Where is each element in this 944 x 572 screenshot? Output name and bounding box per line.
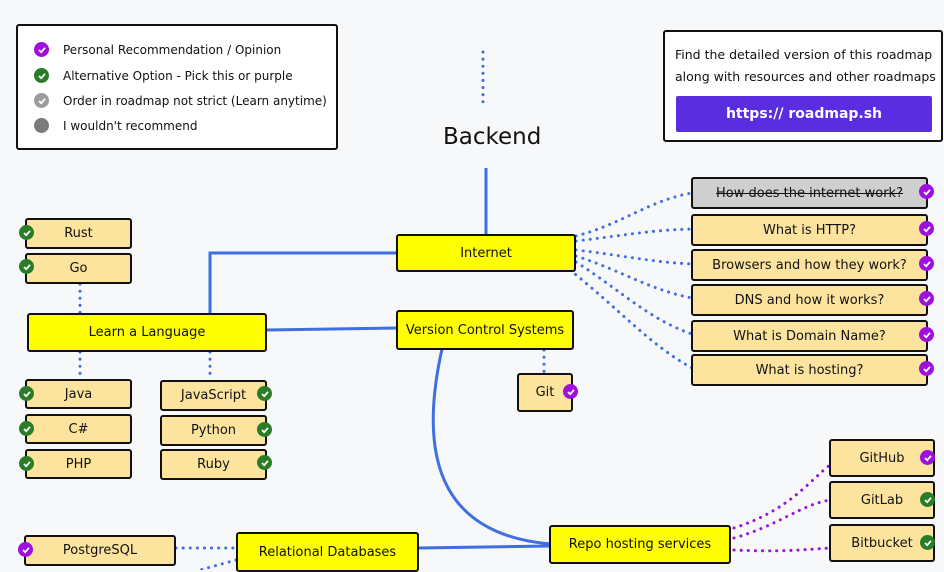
node-go[interactable]: Go [25,253,132,284]
check-icon [19,421,34,436]
node-vcs[interactable]: Version Control Systems [396,310,574,350]
check-icon [19,259,34,274]
check-icon [919,221,934,236]
check-icon [34,42,49,57]
check-icon [920,450,935,465]
internet-hosting-dotted [568,268,694,370]
check-icon [19,225,34,240]
node-internet[interactable]: Internet [396,234,576,272]
node-ruby[interactable]: Ruby [160,449,267,480]
legend-label: Alternative Option - Pick this or purple [63,68,293,83]
legend-item-alternative: Alternative Option - Pick this or purple [34,68,293,83]
repo-gitlab-dotted [732,498,832,540]
node-repo-hosting[interactable]: Repo hosting services [549,525,731,564]
legend-item-recommendation: Personal Recommendation / Opinion [34,42,281,57]
node-domain-name[interactable]: What is Domain Name? [691,320,928,352]
node-php[interactable]: PHP [25,449,132,479]
node-postgresql[interactable]: PostgreSQL [24,535,176,566]
check-icon [920,535,935,550]
promo-box: Find the detailed version of this roadma… [663,30,943,142]
node-java[interactable]: Java [25,379,132,409]
check-icon [18,542,33,557]
node-relational-db[interactable]: Relational Databases [236,532,419,572]
node-python[interactable]: Python [160,415,267,446]
node-rust[interactable]: Rust [25,218,132,249]
check-icon [257,386,272,401]
repo-github-dotted [732,463,832,530]
node-gitlab[interactable]: GitLab [829,481,935,519]
legend-item-not-recommend: I wouldn't recommend [34,118,197,133]
check-icon [919,184,934,199]
legend-item-order: Order in roadmap not strict (Learn anyti… [34,93,327,108]
node-bitbucket[interactable]: Bitbucket [829,524,935,562]
node-csharp[interactable]: C# [25,414,132,444]
language-internet-line [208,251,396,313]
node-how-internet[interactable]: How does the internet work? [691,177,928,209]
check-icon [34,68,49,83]
check-icon [919,327,934,342]
relational-repo-line [418,544,551,550]
legend-label: Personal Recommendation / Opinion [63,42,282,57]
internet-http-dotted [574,227,694,243]
repo-bitbucket-dotted [732,546,832,553]
check-icon [919,256,934,271]
node-learn-language[interactable]: Learn a Language [27,313,267,352]
legend-label: Order in roadmap not strict (Learn anyti… [63,93,327,108]
check-icon [919,361,934,376]
page-title: Backend [443,124,542,150]
node-github[interactable]: GitHub [829,439,935,477]
node-hosting[interactable]: What is hosting? [691,354,928,386]
internet-how-dotted [574,191,694,238]
node-git[interactable]: Git [517,373,573,412]
roadmap-link-button[interactable]: https:// roadmap.sh [676,96,932,132]
promo-text: Find the detailed version of this roadma… [675,47,936,84]
check-icon [919,291,934,306]
check-icon [257,422,272,437]
node-dns[interactable]: DNS and how it works? [691,284,928,316]
check-icon [920,492,935,507]
internet-domain-dotted [574,260,694,336]
check-icon [257,455,272,470]
legend-label: I wouldn't recommend [63,118,198,133]
internet-dns-dotted [574,254,694,300]
relational-more-dotted [198,558,238,570]
node-javascript[interactable]: JavaScript [160,380,267,411]
check-icon [19,456,34,471]
check-icon [563,384,578,399]
check-icon [19,386,34,401]
vcs-repo-line [431,348,551,546]
node-what-http[interactable]: What is HTTP? [691,214,928,246]
check-icon [34,93,49,108]
circle-icon [34,118,49,133]
legend-box: Personal Recommendation / Opinion Altern… [16,24,338,150]
language-vcs-line [266,326,397,332]
node-browsers[interactable]: Browsers and how they work? [691,249,928,281]
internet-browsers-dotted [574,248,694,266]
